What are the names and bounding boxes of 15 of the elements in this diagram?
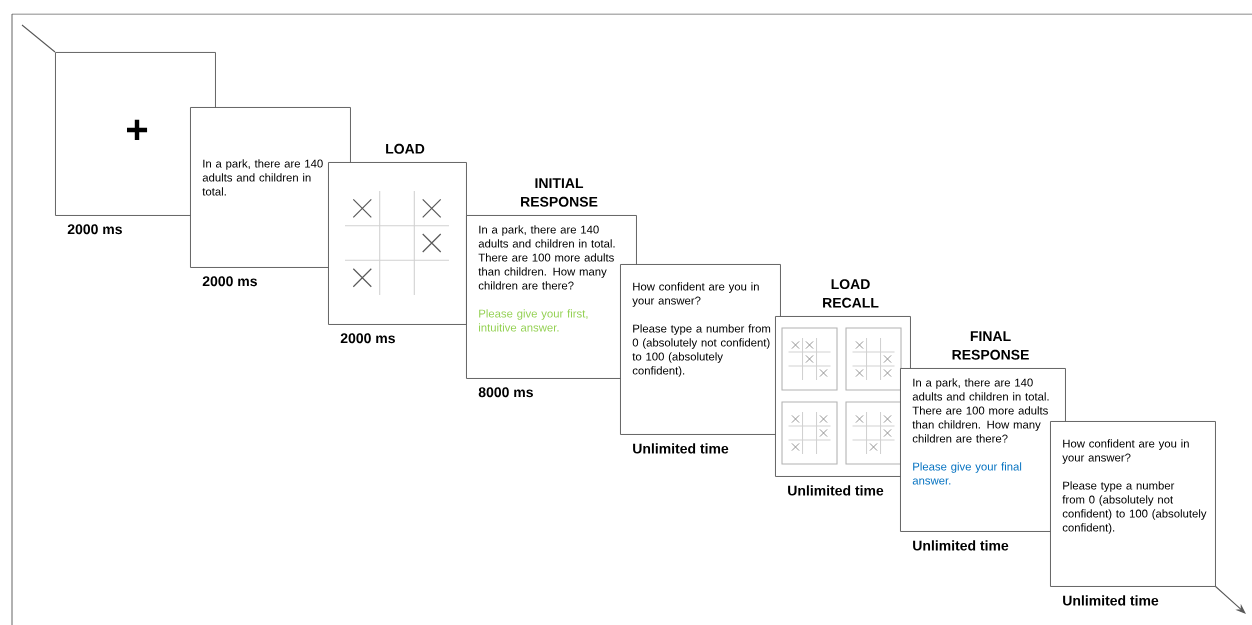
stage-heading: INITIAL RESPONSE [521,178,598,207]
duration-label: Unlimited time [788,485,884,496]
stage-heading: FINAL RESPONSE [952,331,1029,360]
stage-heading: LOAD [386,143,425,154]
screen-card: How confident are you in your answer? Please type a number from 0 (absolutely not confident) to 100 (absolutely confident). [1050,421,1216,587]
screen-card: How confident are you in your answer? Please type a number from 0 (absolutely not confident) to 100 (absolutely confident). [620,264,781,435]
duration-label: 2000 ms [67,224,122,235]
duration-label: Unlimited time [633,443,729,454]
screen-card: In a park, there are 140 adults and children in total. [190,107,351,268]
duration-label: Unlimited time [913,540,1009,551]
duration-label: Unlimited time [1063,595,1159,606]
duration-label: 8000 ms [478,387,533,398]
duration-label: 2000 ms [340,333,395,344]
stage-heading: LOAD RECALL [823,279,879,308]
duration-label: 2000 ms [202,276,257,287]
